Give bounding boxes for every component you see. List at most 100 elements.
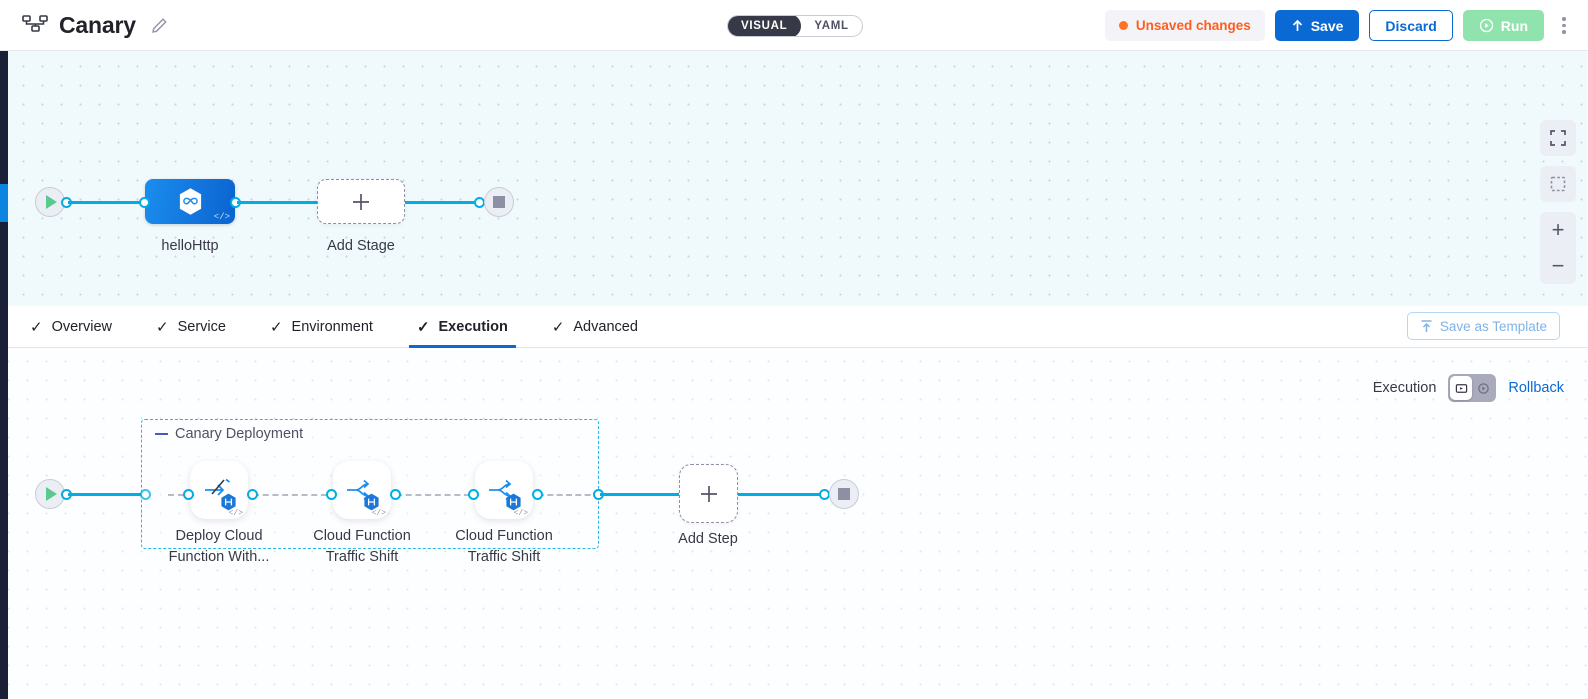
step-node-1[interactable]: </> Cloud Function Traffic Shift — [313, 461, 411, 565]
toggle-visual[interactable]: VISUAL — [727, 16, 802, 36]
save-button-label: Save — [1310, 17, 1344, 34]
execution-mode-label: Execution — [1372, 380, 1437, 396]
stop-end-icon — [484, 187, 514, 217]
tab-check-icon: ✓ — [269, 318, 283, 336]
step-node-2-label: Cloud Function Traffic Shift — [455, 528, 553, 565]
step-1-in-port[interactable] — [326, 489, 337, 500]
discard-button[interactable]: Discard — [1369, 10, 1453, 41]
add-step-node[interactable]: Add Step — [678, 464, 738, 547]
tab-service[interactable]: ✓ Service — [134, 306, 248, 348]
edge-stage-to-addstage — [237, 201, 317, 204]
execution-rollback-toggle[interactable] — [1448, 374, 1497, 402]
run-button[interactable]: Run — [1462, 10, 1544, 41]
run-button-label: Run — [1500, 17, 1528, 34]
tab-service-label: Service — [177, 318, 226, 335]
execution-end-node[interactable] — [829, 479, 859, 509]
edge-step3-to-group-out — [538, 494, 600, 496]
add-stage-node[interactable]: Add Stage — [317, 179, 405, 254]
pipeline-tabs[interactable]: ✓ Overview ✓ Service ✓ Environment ✓ Exe… — [8, 306, 1588, 348]
harness-hexagon-badge — [364, 493, 379, 511]
edge-step1-to-step2 — [253, 494, 327, 496]
step-node-1-label: Cloud Function Traffic Shift — [313, 528, 411, 565]
step-group-title-label: Canary Deployment — [175, 426, 304, 442]
step-2-out-port[interactable] — [532, 489, 543, 500]
stage-node-hellohttp[interactable]: </> helloHttp — [145, 179, 235, 254]
execution-canvas[interactable]: Canary Deployment </> Deploy C — [8, 348, 1588, 699]
tab-execution[interactable]: ✓ Execution — [395, 306, 530, 348]
rollback-link[interactable]: Rollback — [1508, 380, 1564, 396]
stage-start-node[interactable] — [35, 187, 65, 217]
stage-code-glyph: </> — [213, 212, 230, 222]
edit-pencil-icon[interactable] — [151, 17, 168, 34]
toggle-yaml[interactable]: YAML — [814, 20, 849, 32]
tab-overview[interactable]: ✓ Overview — [8, 306, 134, 348]
tab-overview-label: Overview — [51, 318, 113, 335]
step-node-0-label: Deploy Cloud Function With... — [168, 528, 270, 565]
play-start-icon — [35, 479, 65, 509]
save-as-template-label: Save as Template — [1439, 318, 1547, 334]
app-header: Canary VISUAL YAML Unsaved changes Save — [0, 0, 1588, 51]
pipeline-icon — [22, 14, 48, 36]
rail-active-indicator — [0, 184, 8, 222]
edge-addstep-to-end — [738, 493, 824, 496]
plus-icon — [700, 485, 717, 502]
save-as-template-button[interactable]: Save as Template — [1406, 312, 1560, 340]
harness-hexagon-badge — [506, 493, 521, 511]
execution-steps-icon[interactable] — [1450, 376, 1473, 400]
deploy-arrow-icon — [205, 478, 230, 496]
step-code-glyph: </> — [513, 509, 528, 518]
fullscreen-icon[interactable] — [1540, 120, 1576, 156]
edge-step2-to-step3 — [396, 494, 470, 496]
status-badge-label: Unsaved changes — [1135, 18, 1251, 33]
step-0-in-port[interactable] — [183, 489, 194, 500]
step-code-glyph: </> — [371, 509, 386, 518]
step-group-title[interactable]: Canary Deployment — [155, 426, 303, 442]
rollback-steps-icon[interactable] — [1472, 376, 1494, 400]
collapse-dash-icon[interactable] — [155, 433, 168, 435]
more-options-button[interactable] — [1554, 13, 1574, 38]
plus-icon — [353, 193, 369, 210]
tab-environment[interactable]: ✓ Environment — [248, 306, 395, 348]
harness-hexagon-icon — [179, 187, 201, 215]
zoom-out-button[interactable]: − — [1551, 253, 1565, 278]
zoom-in-button[interactable]: + — [1551, 217, 1565, 242]
tab-execution-label: Execution — [438, 318, 508, 335]
step-node-0[interactable]: </> Deploy Cloud Function With... — [169, 461, 269, 565]
step-code-glyph: </> — [228, 509, 243, 518]
stage-in-port[interactable] — [139, 197, 150, 208]
harness-hexagon-badge — [221, 493, 236, 511]
tab-advanced-label: Advanced — [573, 318, 638, 335]
unsaved-dot-icon — [1118, 21, 1128, 30]
discard-button-label: Discard — [1385, 17, 1437, 34]
play-circle-icon — [1479, 18, 1493, 33]
execution-start-node[interactable] — [35, 479, 65, 509]
step-node-2[interactable]: </> Cloud Function Traffic Shift — [455, 461, 553, 565]
stage-canvas[interactable]: </> helloHttp Add Stage — [8, 51, 1588, 306]
save-button[interactable]: Save — [1274, 10, 1360, 41]
step-0-out-port[interactable] — [247, 489, 258, 500]
status-badge: Unsaved changes — [1104, 10, 1265, 41]
fit-to-view-icon[interactable] — [1540, 166, 1576, 202]
tab-environment-label: Environment — [291, 318, 373, 335]
stop-end-icon — [829, 479, 859, 509]
play-start-icon — [35, 187, 65, 217]
page-title: Canary — [59, 11, 136, 38]
stage-end-node[interactable] — [484, 187, 514, 217]
edge-start-to-stage — [68, 201, 146, 204]
edge-group-to-addstep — [600, 493, 686, 496]
tab-check-icon: ✓ — [156, 318, 169, 336]
add-step-label: Add Step — [678, 531, 738, 547]
left-nav-rail — [0, 51, 8, 699]
tab-check-icon: ✓ — [30, 318, 43, 336]
stage-node-label: helloHttp — [161, 238, 219, 254]
view-mode-toggle[interactable]: VISUAL YAML — [727, 15, 863, 37]
template-upload-icon — [1421, 320, 1432, 332]
tab-advanced[interactable]: ✓ Advanced — [530, 306, 660, 348]
upload-arrow-icon — [1292, 19, 1302, 31]
canvas-controls[interactable]: + − — [1540, 120, 1576, 284]
execution-mode-controls[interactable]: Execution Rollback — [1373, 374, 1564, 402]
zoom-controls[interactable]: + − — [1540, 212, 1576, 284]
step-2-in-port[interactable] — [468, 489, 479, 500]
add-stage-label: Add Stage — [327, 238, 395, 254]
step-1-out-port[interactable] — [390, 489, 401, 500]
